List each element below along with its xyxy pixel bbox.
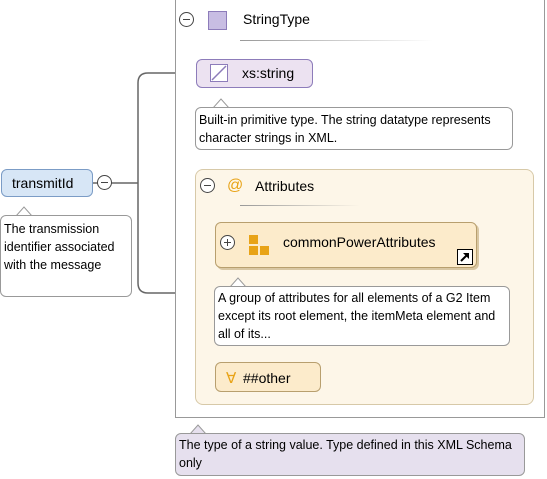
attribute-group-node[interactable]: commonPowerAttributes <box>215 222 477 268</box>
attributes-divider <box>240 205 360 206</box>
attribute-group-doc: A group of attributes for all elements o… <box>214 286 510 346</box>
attribute-group-icon <box>249 235 269 255</box>
collapse-attributes-icon[interactable] <box>200 178 215 193</box>
type-doc-pointer <box>190 424 206 434</box>
complex-type-icon <box>208 11 227 30</box>
type-header-divider <box>240 40 433 41</box>
type-name: StringType <box>243 11 310 27</box>
any-attribute-label: ##other <box>243 370 291 386</box>
group-doc-pointer <box>230 277 246 287</box>
element-name: transmitId <box>12 175 74 191</box>
base-doc-pointer <box>213 98 229 108</box>
base-type-node[interactable]: xs:string <box>196 59 313 88</box>
simple-type-icon <box>210 64 228 82</box>
collapse-element-icon[interactable] <box>97 175 112 190</box>
element-node[interactable]: transmitId <box>1 169 93 197</box>
attributes-label: Attributes <box>255 178 315 194</box>
base-type-doc: Built-in primitive type. The string data… <box>195 107 513 150</box>
any-attribute-node[interactable]: ∀ ##other <box>215 362 321 392</box>
element-doc: The transmission identifier associated w… <box>0 215 132 297</box>
attributes-at-icon: @ <box>227 177 244 194</box>
collapse-type-icon[interactable] <box>179 12 194 27</box>
element-doc-pointer <box>16 206 32 216</box>
any-attribute-symbol: ∀ <box>226 370 237 387</box>
base-type-name: xs:string <box>242 65 295 81</box>
attribute-group-name: commonPowerAttributes <box>283 234 436 250</box>
type-doc: The type of a string value. Type defined… <box>175 433 525 476</box>
expand-group-icon[interactable] <box>220 235 235 250</box>
reference-arrow-icon <box>457 249 473 265</box>
element-doc-text: The transmission identifier associated w… <box>4 222 115 272</box>
